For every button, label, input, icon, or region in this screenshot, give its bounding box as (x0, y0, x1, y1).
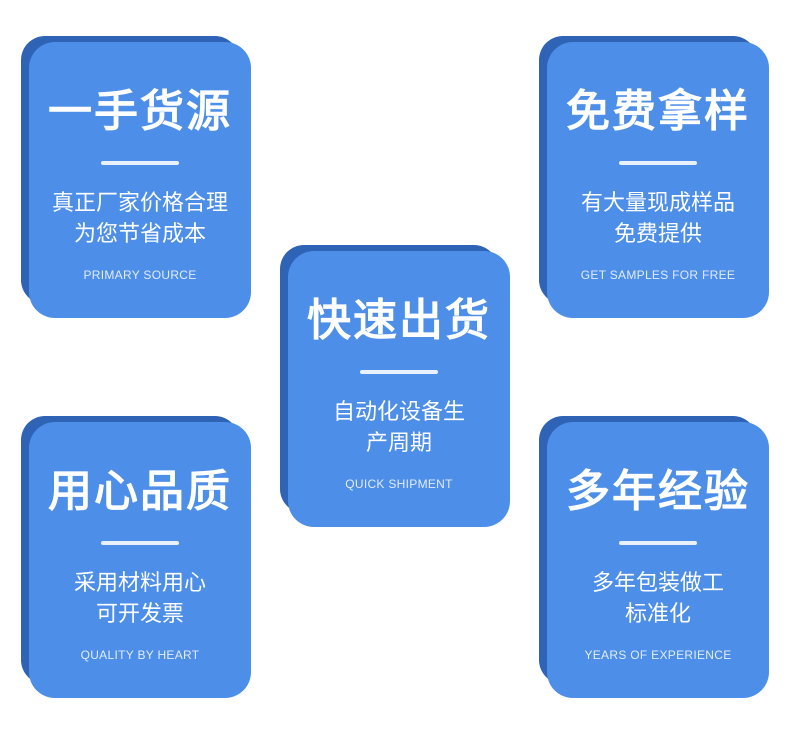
feature-card-free-samples: 免费拿样 有大量现成样品 免费提供 GET SAMPLES FOR FREE (539, 36, 769, 318)
description-line-2: 免费提供 (613, 222, 702, 247)
card-face: 用心品质 采用材料用心 可开发票 QUALITY BY HEART (29, 422, 251, 698)
description-line-1: 自动化设备生 (332, 400, 465, 425)
feature-card-primary-source: 一手货源 真正厂家价格合理 为您节省成本 PRIMARY SOURCE (21, 36, 251, 318)
card-face: 一手货源 真正厂家价格合理 为您节省成本 PRIMARY SOURCE (29, 42, 251, 318)
description-line-1: 有大量现成样品 (580, 191, 735, 216)
card-title: 快速出货 (307, 295, 491, 346)
card-subtitle: PRIMARY SOURCE (83, 268, 197, 282)
card-subtitle: GET SAMPLES FOR FREE (580, 268, 736, 282)
card-subtitle: QUALITY BY HEART (80, 648, 200, 662)
description-line-2: 为您节省成本 (73, 222, 206, 247)
title-divider (619, 161, 697, 165)
card-description: 真正厂家价格合理 为您节省成本 (29, 188, 251, 250)
card-face: 免费拿样 有大量现成样品 免费提供 GET SAMPLES FOR FREE (547, 42, 769, 318)
card-subtitle: QUICK SHIPMENT (345, 477, 453, 491)
description-line-2: 标准化 (624, 602, 691, 627)
title-divider (619, 541, 697, 545)
feature-card-quality: 用心品质 采用材料用心 可开发票 QUALITY BY HEART (21, 416, 251, 698)
description-line-1: 真正厂家价格合理 (51, 191, 228, 216)
description-line-2: 产周期 (365, 431, 432, 456)
card-description: 采用材料用心 可开发票 (29, 568, 251, 630)
title-divider (360, 370, 438, 374)
title-divider (101, 541, 179, 545)
title-divider (101, 161, 179, 165)
feature-card-experience: 多年经验 多年包装做工 标准化 YEARS OF EXPERIENCE (539, 416, 769, 698)
card-description: 自动化设备生 产周期 (288, 397, 510, 459)
card-description: 多年包装做工 标准化 (547, 568, 769, 630)
description-line-1: 采用材料用心 (73, 571, 206, 596)
feature-card-quick-shipment: 快速出货 自动化设备生 产周期 QUICK SHIPMENT (280, 245, 510, 527)
description-line-2: 可开发票 (95, 602, 184, 627)
card-title: 用心品质 (48, 466, 232, 517)
card-description: 有大量现成样品 免费提供 (547, 188, 769, 250)
description-line-1: 多年包装做工 (591, 571, 724, 596)
card-face: 快速出货 自动化设备生 产周期 QUICK SHIPMENT (288, 251, 510, 527)
card-title: 一手货源 (48, 86, 232, 137)
card-title: 免费拿样 (566, 86, 750, 137)
card-title: 多年经验 (566, 466, 750, 517)
card-face: 多年经验 多年包装做工 标准化 YEARS OF EXPERIENCE (547, 422, 769, 698)
card-subtitle: YEARS OF EXPERIENCE (584, 648, 732, 662)
